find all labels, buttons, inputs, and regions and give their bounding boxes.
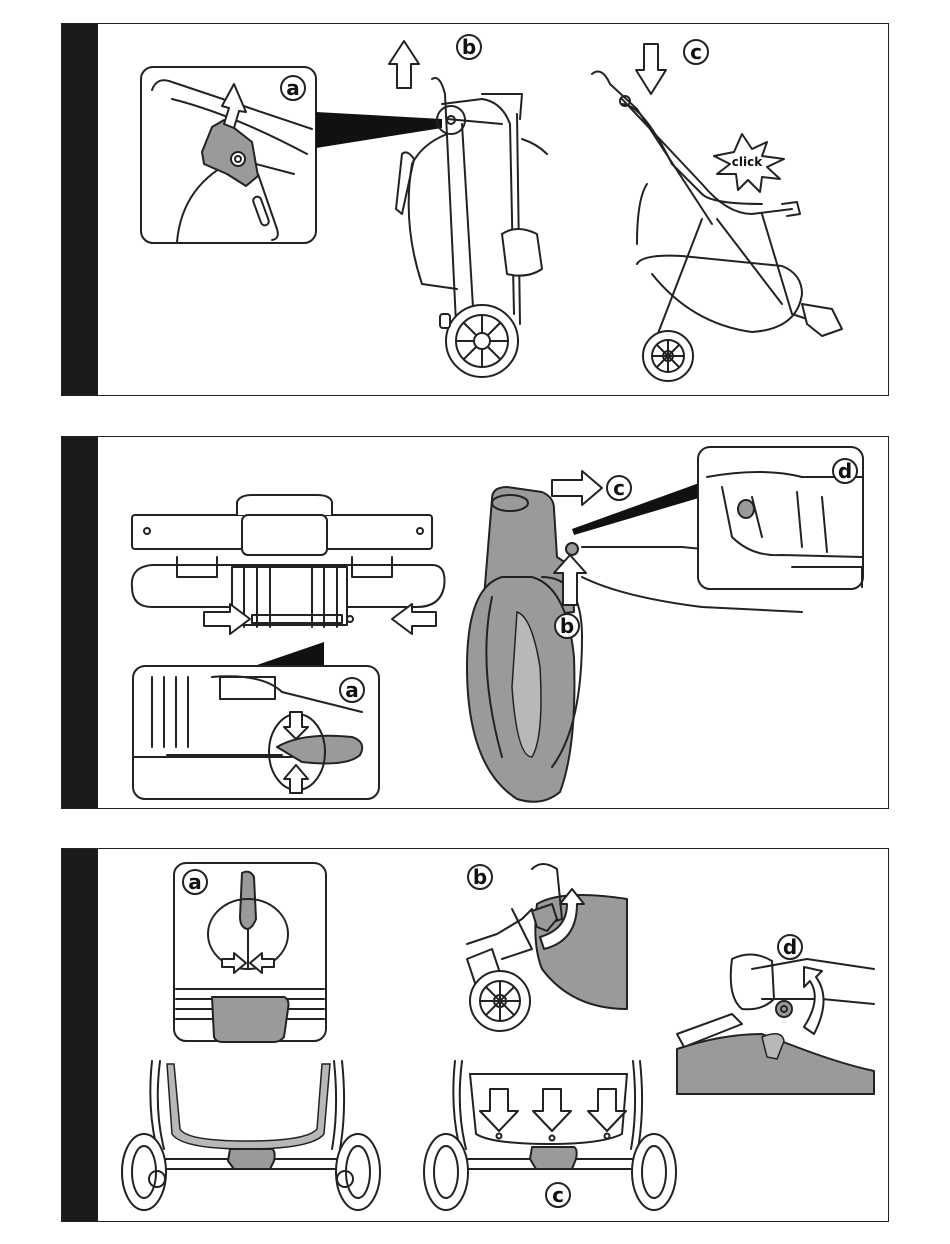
- arrow-down-icon: [588, 1089, 626, 1131]
- callout-beam: [316, 112, 442, 148]
- detail-inset-a: a: [141, 67, 316, 243]
- detail-d-illustration: d: [677, 935, 874, 1094]
- arrow-down-icon: [636, 44, 666, 94]
- arrow-left-icon: [392, 604, 436, 634]
- callout-beam: [257, 642, 324, 665]
- label-a: a: [286, 76, 300, 100]
- label-c: c: [613, 476, 625, 500]
- detail-inset-a: a: [133, 666, 379, 799]
- stroller-rear-view-right: c: [424, 1061, 676, 1210]
- detail-inset-d: d: [698, 447, 863, 589]
- rear-axle-illustration: [132, 495, 445, 634]
- label-b: b: [473, 865, 487, 889]
- label-c: c: [690, 40, 702, 64]
- click-text: click: [732, 155, 763, 169]
- folded-stroller-illustration: b: [389, 35, 547, 377]
- label-b: b: [462, 35, 476, 59]
- step-panel-fold-unfold: a b: [61, 23, 889, 396]
- arrow-down-icon: [480, 1089, 518, 1131]
- detail-inset-a: a: [174, 863, 326, 1042]
- detail-b-illustration: b: [467, 864, 627, 1031]
- curved-arrow-icon: [804, 967, 824, 1034]
- stroller-rear-view-left: [122, 1061, 380, 1210]
- step-panel-basket-mount: a: [61, 848, 889, 1222]
- label-c: c: [552, 1183, 564, 1207]
- arrow-up-icon: [389, 41, 419, 88]
- label-d: d: [783, 935, 797, 959]
- label-a: a: [345, 678, 359, 702]
- unfolded-stroller-illustration: c click: [592, 40, 842, 381]
- label-a: a: [188, 870, 202, 894]
- arrow-right-icon: [552, 471, 602, 505]
- arrow-down-icon: [533, 1089, 571, 1131]
- label-d: d: [838, 459, 852, 483]
- label-b: b: [560, 614, 574, 638]
- step-panel-wheel-removal: a c b: [61, 436, 889, 809]
